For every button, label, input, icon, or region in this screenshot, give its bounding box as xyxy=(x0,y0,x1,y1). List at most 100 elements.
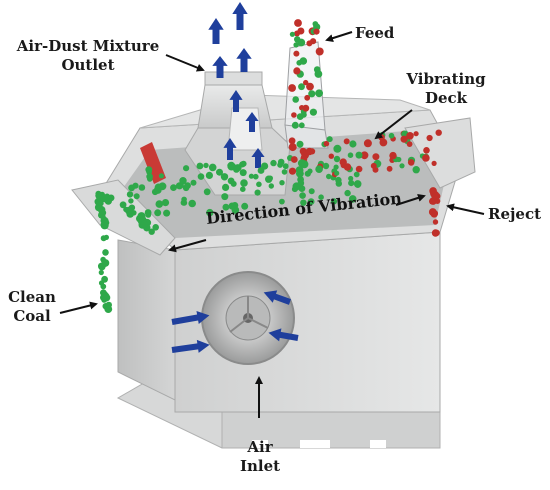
feed-label: Feed xyxy=(355,24,394,43)
outlet-airflow-arrow xyxy=(232,2,248,30)
clean-coal-particle xyxy=(163,209,171,217)
air-dust-outlet-line-2: Outlet xyxy=(61,56,115,74)
trough-particle xyxy=(152,224,159,231)
feed-particle xyxy=(298,83,305,91)
mixed-particle xyxy=(343,138,350,145)
clean-coal-particle xyxy=(344,189,351,197)
clean-coal-particle xyxy=(161,199,170,207)
clean-coal-particle xyxy=(279,198,285,205)
feed-particle xyxy=(292,96,300,103)
air-dust-outlet-label: Air-Dust Mixture Outlet xyxy=(8,37,168,75)
vibration-left-arrow xyxy=(168,239,207,253)
clean-coal-line-1: Clean xyxy=(8,288,56,306)
clean-coal-discharge-particle xyxy=(103,219,110,226)
clean-coal-particle xyxy=(179,177,187,185)
feed-particle xyxy=(309,108,317,116)
clean-coal-particle xyxy=(270,159,277,167)
hood-airflow-arrow xyxy=(245,112,259,132)
reject-particle xyxy=(431,229,440,237)
mixed-particle xyxy=(363,139,372,148)
clean-coal-particle xyxy=(147,176,153,182)
feed-particle xyxy=(300,111,307,118)
mixed-particle xyxy=(323,140,330,147)
clean-coal-particle xyxy=(205,171,213,179)
mixed-particle xyxy=(322,162,330,170)
inlet-airflow-arrow xyxy=(268,328,299,342)
feed-particle xyxy=(314,70,323,78)
reject-text: Reject xyxy=(488,205,542,223)
clean-coal-particle xyxy=(297,179,305,187)
clean-coal-particle xyxy=(227,177,235,185)
vibration-right-arrow xyxy=(395,194,426,206)
deck-airflow-arrow xyxy=(223,138,237,160)
clean-coal-particle xyxy=(330,198,338,205)
clean-coal-particle xyxy=(145,212,152,218)
clean-coal-particle xyxy=(188,199,196,208)
clean-coal-leader-arrow xyxy=(59,301,98,314)
feed-particle xyxy=(313,23,321,31)
trough-particle xyxy=(131,210,137,216)
clean-coal-particle xyxy=(180,199,187,206)
clean-coal-discharge-particle xyxy=(104,305,113,313)
deck-airflow-arrow xyxy=(251,148,265,168)
clean-coal-particle xyxy=(197,173,205,180)
clean-coal-particle xyxy=(257,167,265,174)
mixed-particle xyxy=(388,132,395,139)
inlet-airflow-arrow xyxy=(263,290,292,305)
clean-coal-discharge-particle xyxy=(100,214,106,220)
clean-coal-label: Clean Coal xyxy=(6,288,58,326)
clean-coal-particle xyxy=(146,169,153,175)
air-dust-outlet-line-1: Air-Dust Mixture xyxy=(16,37,160,55)
mixed-particle xyxy=(290,156,298,163)
clean-coal-particle xyxy=(281,169,288,175)
feed-particle xyxy=(308,90,316,98)
air-inlet-label: Air Inlet xyxy=(236,438,284,476)
reject-label: Reject xyxy=(488,205,541,224)
deck-leader-arrow xyxy=(374,109,413,140)
clean-coal-particle xyxy=(254,189,261,196)
mixed-particle xyxy=(288,143,297,152)
trough-particle xyxy=(140,220,148,228)
clean-coal-particle xyxy=(348,195,357,203)
outlet-airflow-arrow xyxy=(236,48,252,72)
clean-coal-particle xyxy=(128,198,134,204)
clean-coal-particle xyxy=(348,180,355,187)
mixed-particle xyxy=(435,129,442,136)
mixed-particle xyxy=(288,137,296,145)
mixed-particle xyxy=(355,165,363,173)
trough-particle xyxy=(124,206,133,215)
feed-particle xyxy=(304,94,311,101)
hood-airflow-arrow xyxy=(229,90,243,112)
clean-coal-line-2: Coal xyxy=(13,307,51,325)
clean-coal-particle xyxy=(355,182,361,188)
mixed-particle xyxy=(355,151,363,159)
clean-coal-particle xyxy=(228,202,236,210)
clean-coal-particle xyxy=(154,209,162,217)
air-inlet-fan xyxy=(201,271,295,365)
mixed-particle xyxy=(400,135,408,143)
mixed-particle xyxy=(305,147,314,156)
clean-coal-particle xyxy=(184,182,191,189)
clean-coal-discharge-particle xyxy=(98,280,105,286)
clean-coal-particle xyxy=(240,186,246,192)
mixed-particle xyxy=(389,151,397,160)
feed-particle xyxy=(306,82,314,91)
mixed-particle xyxy=(328,153,334,159)
feed-particle xyxy=(294,19,302,27)
mixed-particle xyxy=(423,147,430,154)
feed-particle xyxy=(293,67,301,75)
clean-coal-particle xyxy=(196,162,204,170)
feed-particle xyxy=(291,112,297,118)
feed-particle xyxy=(296,60,303,66)
feed-particle xyxy=(297,38,306,47)
clean-coal-particle xyxy=(248,173,254,179)
mixed-particle xyxy=(296,140,304,148)
air-inlet-line-1: Air xyxy=(247,438,273,456)
mixed-particle xyxy=(333,144,342,153)
feed-text: Feed xyxy=(355,24,395,42)
feed-particle xyxy=(315,89,323,98)
outlet-airflow-arrow xyxy=(208,18,224,44)
clean-coal-particle xyxy=(220,173,229,181)
outlet-leader-arrow xyxy=(165,54,205,72)
trough-particle xyxy=(100,194,109,203)
